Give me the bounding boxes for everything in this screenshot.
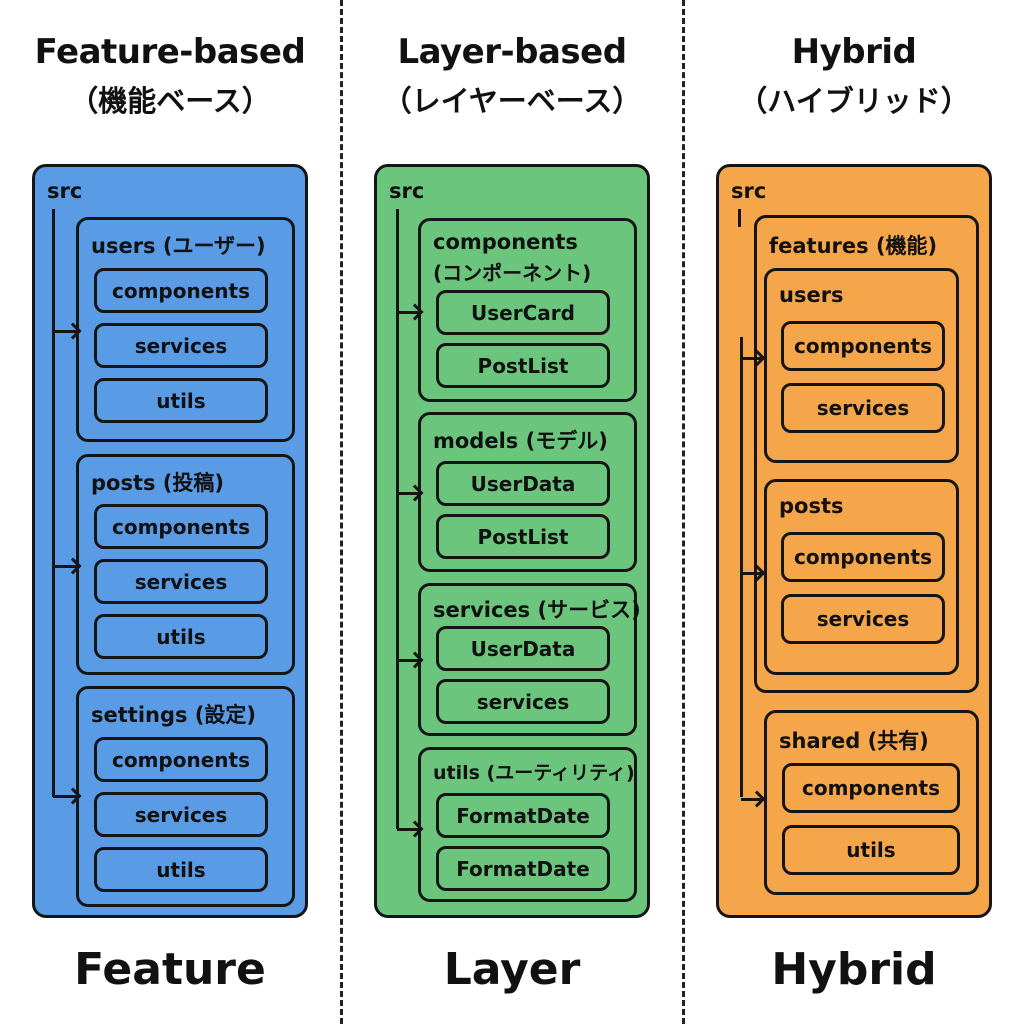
subfolder-components[interactable]: components bbox=[781, 321, 945, 371]
folder-utils[interactable]: utils (ユーティリティ) FormatDate FormatDate bbox=[418, 747, 637, 902]
subfolder-utils[interactable]: utils bbox=[94, 614, 268, 659]
folder-features[interactable]: features (機能) bbox=[754, 215, 979, 693]
connector-arrow bbox=[741, 357, 761, 360]
folder-label-secondary: (コンポーネント) bbox=[433, 261, 592, 285]
folder-label: shared (共有) bbox=[779, 729, 929, 753]
feature-panel: src users (ユーザー) components services uti… bbox=[32, 164, 308, 918]
connector-arrow bbox=[741, 572, 761, 575]
hybrid-panel: src features (機能) users components servi… bbox=[716, 164, 992, 918]
folder-users[interactable]: users (ユーザー) components services utils bbox=[76, 217, 295, 442]
tree-trunk bbox=[396, 209, 399, 829]
file-services[interactable]: services bbox=[436, 679, 610, 724]
file-formatdate[interactable]: FormatDate bbox=[436, 793, 610, 838]
connector-arrow bbox=[53, 565, 77, 568]
folder-shared[interactable]: shared (共有) components utils bbox=[764, 710, 979, 895]
feature-subtitle: （機能ベース） bbox=[69, 84, 271, 118]
column-divider-1 bbox=[340, 0, 343, 1024]
layer-subtitle: （レイヤーベース） bbox=[382, 84, 642, 118]
src-label: src bbox=[731, 179, 767, 203]
hybrid-subtitle: （ハイブリッド） bbox=[738, 84, 970, 118]
feature-footer: Feature bbox=[74, 944, 266, 995]
subfolder-services[interactable]: services bbox=[94, 323, 268, 368]
tree-trunk bbox=[740, 337, 743, 797]
column-divider-2 bbox=[682, 0, 685, 1024]
subfolder-components[interactable]: components bbox=[782, 763, 960, 813]
subfolder-services[interactable]: services bbox=[781, 594, 945, 644]
folder-label: users (ユーザー) bbox=[91, 234, 266, 258]
connector-arrow bbox=[741, 798, 761, 801]
layer-panel: src components (コンポーネント) UserCard PostLi… bbox=[374, 164, 650, 918]
hybrid-title: Hybrid bbox=[791, 32, 917, 72]
subfolder-services[interactable]: services bbox=[94, 559, 268, 604]
subfolder-components[interactable]: components bbox=[94, 504, 268, 549]
src-label: src bbox=[389, 179, 425, 203]
file-postlist[interactable]: PostList bbox=[436, 514, 610, 559]
folder-components[interactable]: components (コンポーネント) UserCard PostList bbox=[418, 218, 637, 402]
subfolder-services[interactable]: services bbox=[94, 792, 268, 837]
folder-label: users bbox=[779, 283, 844, 307]
folder-users[interactable]: users components services bbox=[764, 268, 959, 463]
feature-title: Feature-based bbox=[34, 32, 306, 72]
folder-label: features (機能) bbox=[769, 234, 938, 258]
folder-label: components bbox=[433, 230, 578, 254]
folder-posts[interactable]: posts (投稿) components services utils bbox=[76, 454, 295, 675]
subfolder-utils[interactable]: utils bbox=[94, 378, 268, 423]
tree-trunk bbox=[738, 209, 741, 227]
layer-title: Layer-based bbox=[397, 32, 627, 72]
connector-arrow bbox=[53, 330, 77, 333]
subfolder-components[interactable]: components bbox=[94, 737, 268, 782]
subfolder-components[interactable]: components bbox=[781, 532, 945, 582]
connector-arrow bbox=[397, 659, 419, 662]
file-userdata[interactable]: UserData bbox=[436, 626, 610, 671]
src-label: src bbox=[47, 179, 83, 203]
file-usercard[interactable]: UserCard bbox=[436, 290, 610, 335]
folder-services[interactable]: services (サービス) UserData services bbox=[418, 583, 641, 736]
folder-label: services (サービス) bbox=[433, 598, 641, 622]
file-userdata[interactable]: UserData bbox=[436, 461, 610, 506]
connector-arrow bbox=[397, 311, 419, 314]
folder-label: utils (ユーティリティ) bbox=[433, 762, 635, 784]
layer-footer: Layer bbox=[443, 944, 581, 995]
folder-models[interactable]: models (モデル) UserData PostList bbox=[418, 412, 637, 572]
file-postlist[interactable]: PostList bbox=[436, 343, 610, 388]
folder-posts[interactable]: posts components services bbox=[764, 479, 959, 675]
file-formatdate[interactable]: FormatDate bbox=[436, 846, 610, 891]
hybrid-footer: Hybrid bbox=[771, 944, 937, 995]
subfolder-utils[interactable]: utils bbox=[94, 847, 268, 892]
folder-settings[interactable]: settings (設定) components services utils bbox=[76, 686, 295, 907]
subfolder-utils[interactable]: utils bbox=[782, 825, 960, 875]
connector-arrow bbox=[53, 795, 77, 798]
connector-arrow bbox=[397, 828, 419, 831]
folder-label: posts bbox=[779, 494, 844, 518]
connector-arrow bbox=[397, 492, 419, 495]
folder-label: posts (投稿) bbox=[91, 471, 225, 495]
folder-label: models (モデル) bbox=[433, 429, 608, 453]
subfolder-components[interactable]: components bbox=[94, 268, 268, 313]
tree-trunk bbox=[52, 209, 55, 797]
subfolder-services[interactable]: services bbox=[781, 383, 945, 433]
folder-label: settings (設定) bbox=[91, 703, 257, 727]
